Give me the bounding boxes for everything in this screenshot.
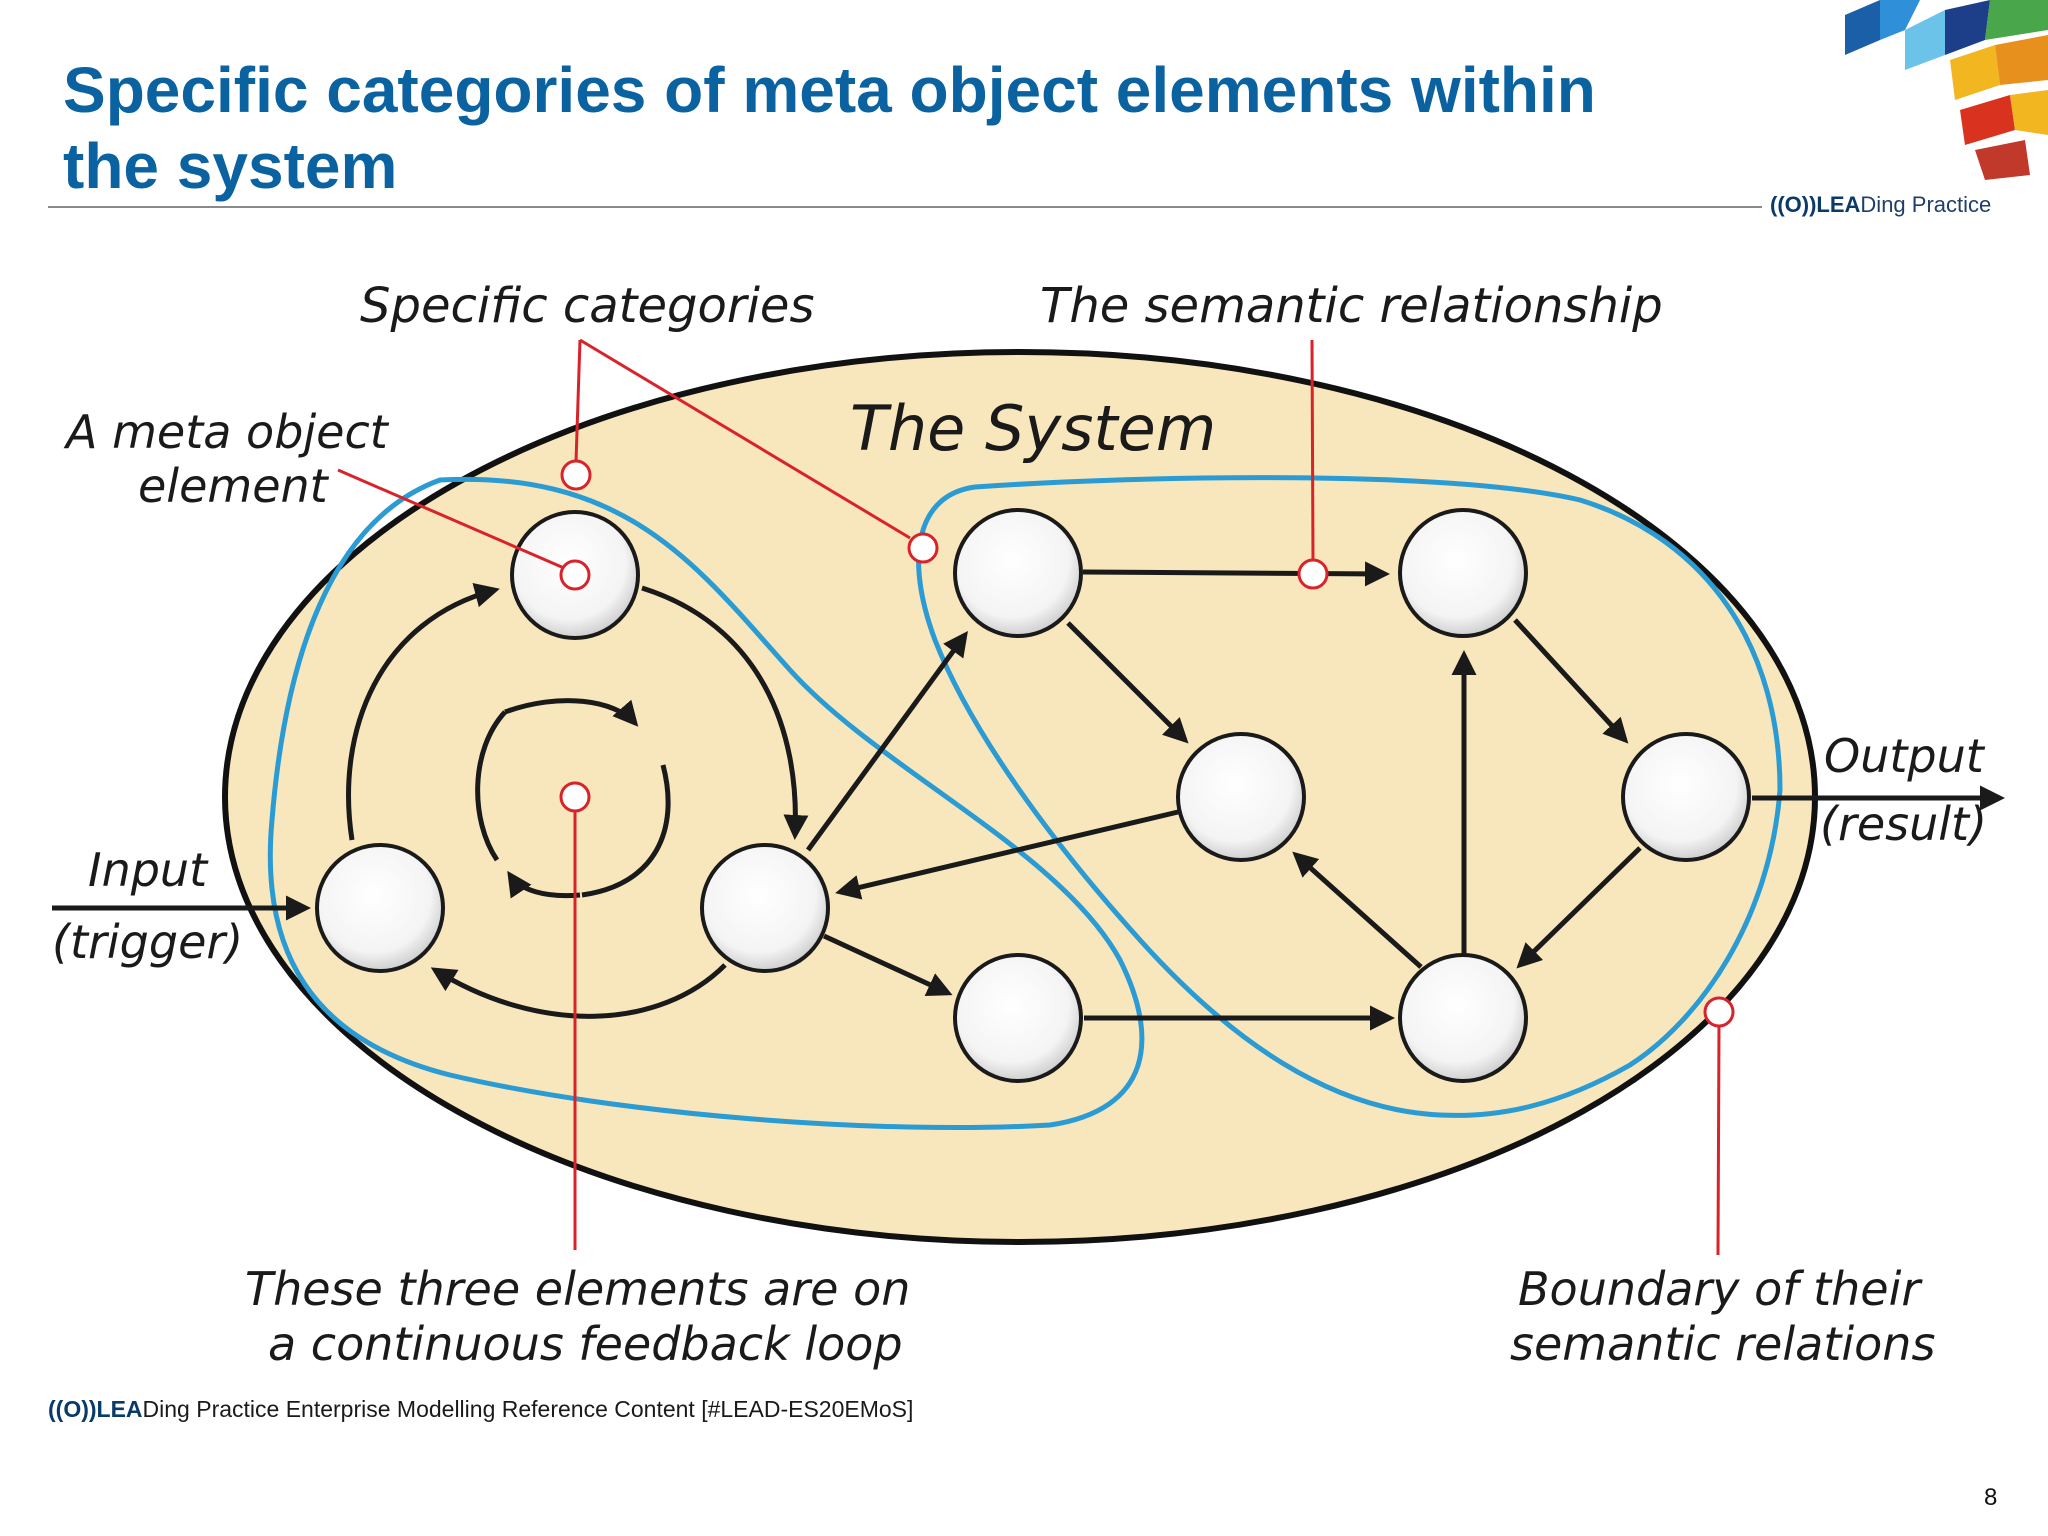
title-divider bbox=[48, 206, 1762, 208]
callout-line-category-right bbox=[579, 338, 911, 540]
node-top-right bbox=[1398, 508, 1528, 638]
arrow-topcenter-to-center bbox=[1066, 621, 1189, 744]
inner-loop-arrow-2 bbox=[507, 870, 581, 899]
label-input-line2: (trigger) bbox=[52, 915, 243, 969]
callout-marker-meta-object bbox=[559, 559, 591, 591]
label-the-system: The System bbox=[850, 392, 1216, 465]
logo-mosaic-icon bbox=[1845, 0, 2048, 180]
slide-title-line1: Specific categories of meta object eleme… bbox=[63, 54, 1596, 126]
arrow-bottomright-to-center bbox=[1292, 851, 1423, 969]
node-bottom-right bbox=[1398, 953, 1528, 1083]
arrow-topcenter-to-topright bbox=[1082, 561, 1390, 587]
label-output-line1: Output bbox=[1824, 729, 1986, 783]
arrow-center-to-mid bbox=[835, 809, 1179, 900]
node-center bbox=[1176, 732, 1306, 862]
label-meta-object-line1: A meta object bbox=[63, 405, 390, 459]
callout-line-semantic-relationship bbox=[1310, 339, 1315, 561]
callout-line-meta-object bbox=[337, 468, 565, 570]
label-input-line1: Input bbox=[88, 843, 209, 897]
label-boundary-line1: Boundary of their bbox=[1518, 1262, 1923, 1316]
slide-title: Specific categories of meta object eleme… bbox=[63, 52, 1763, 204]
arrow-mid-to-bottom bbox=[822, 933, 953, 997]
arrow-mid-to-topcenter bbox=[805, 630, 968, 852]
callout-line-boundary bbox=[1716, 1024, 1721, 1256]
loop-arrow-input-to-top bbox=[346, 582, 500, 841]
brand-text: Ding Practice bbox=[1860, 192, 1992, 217]
label-feedback-line1: These three elements are on bbox=[245, 1262, 910, 1316]
label-boundary-line2: semantic relations bbox=[1510, 1317, 1935, 1371]
inner-loop-arc-2 bbox=[581, 764, 671, 898]
brand-mark: ((O))LEA bbox=[1770, 192, 1861, 217]
arrow-rightnode-to-bottomright bbox=[1516, 846, 1642, 969]
label-meta-object-line2: element bbox=[138, 459, 330, 513]
loop-arrow-middle-to-input bbox=[430, 963, 727, 1019]
callout-marker-feedback bbox=[559, 781, 591, 813]
node-middle bbox=[700, 843, 830, 973]
slide-title-line2: the system bbox=[63, 130, 398, 202]
callout-marker-semantic-relationship bbox=[1297, 558, 1329, 590]
label-semantic-relationship: The semantic relationship bbox=[1040, 278, 1663, 334]
boundary-right-category bbox=[916, 475, 1783, 1118]
node-top-center bbox=[953, 508, 1083, 638]
boundary-left-category bbox=[267, 476, 1145, 1131]
footer-mark: ((O))LEA bbox=[48, 1396, 143, 1422]
callout-marker-category-right bbox=[907, 532, 939, 564]
node-input bbox=[315, 843, 445, 973]
page-number: 8 bbox=[1984, 1484, 1998, 1511]
label-output-line2: (result) bbox=[1820, 797, 1987, 851]
inner-loop-arc-3 bbox=[475, 710, 507, 862]
label-feedback-line2: a continuous feedback loop bbox=[268, 1317, 903, 1371]
brand-logo-text: ((O))LEADing Practice bbox=[1770, 192, 1991, 218]
node-right bbox=[1621, 732, 1751, 862]
callout-marker-boundary bbox=[1703, 996, 1735, 1028]
inner-loop-arrow-1 bbox=[504, 698, 639, 727]
arrow-topright-to-rightnode bbox=[1513, 618, 1629, 744]
callout-line-category-left bbox=[574, 339, 582, 463]
label-specific-categories: Specific categories bbox=[360, 278, 814, 334]
node-bottom-center bbox=[953, 953, 1083, 1083]
footer-reference: ((O))LEADing Practice Enterprise Modelli… bbox=[48, 1396, 913, 1423]
callout-marker-category-left bbox=[560, 459, 592, 491]
loop-arrow-top-to-middle bbox=[641, 585, 809, 840]
footer-text: Ding Practice Enterprise Modelling Refer… bbox=[142, 1396, 914, 1422]
